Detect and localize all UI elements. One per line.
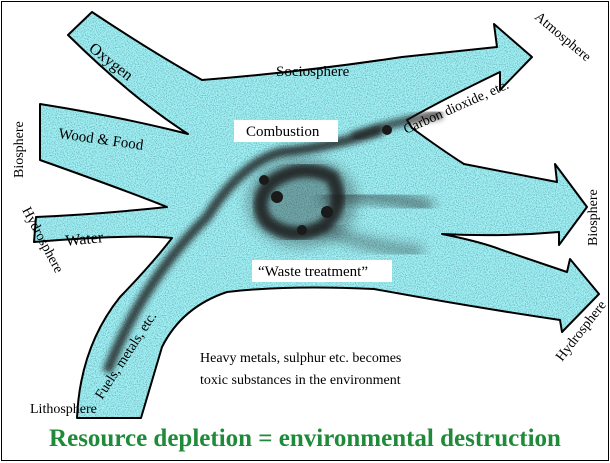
- heavy-metals-line2: toxic substances in the environment: [200, 373, 401, 388]
- diagram-caption: Resource depletion = environmental destr…: [2, 422, 608, 456]
- waste-treatment-label: “Waste treatment”: [258, 264, 368, 280]
- sociosphere-label: Sociosphere: [276, 64, 350, 80]
- atmosphere-out-label: Atmosphere: [531, 10, 593, 65]
- heavy-metals-line1: Heavy metals, sulphur etc. becomes: [200, 351, 401, 366]
- flow-diagram: Oxygen Wood & Food Water Fuels, metals, …: [2, 2, 608, 422]
- combustion-label: Combustion: [246, 124, 320, 140]
- biosphere-out-label: Biosphere: [586, 189, 601, 246]
- lithosphere-label: Lithosphere: [30, 402, 97, 417]
- water-label: Water: [65, 229, 105, 250]
- biosphere-in-label: Biosphere: [12, 121, 27, 178]
